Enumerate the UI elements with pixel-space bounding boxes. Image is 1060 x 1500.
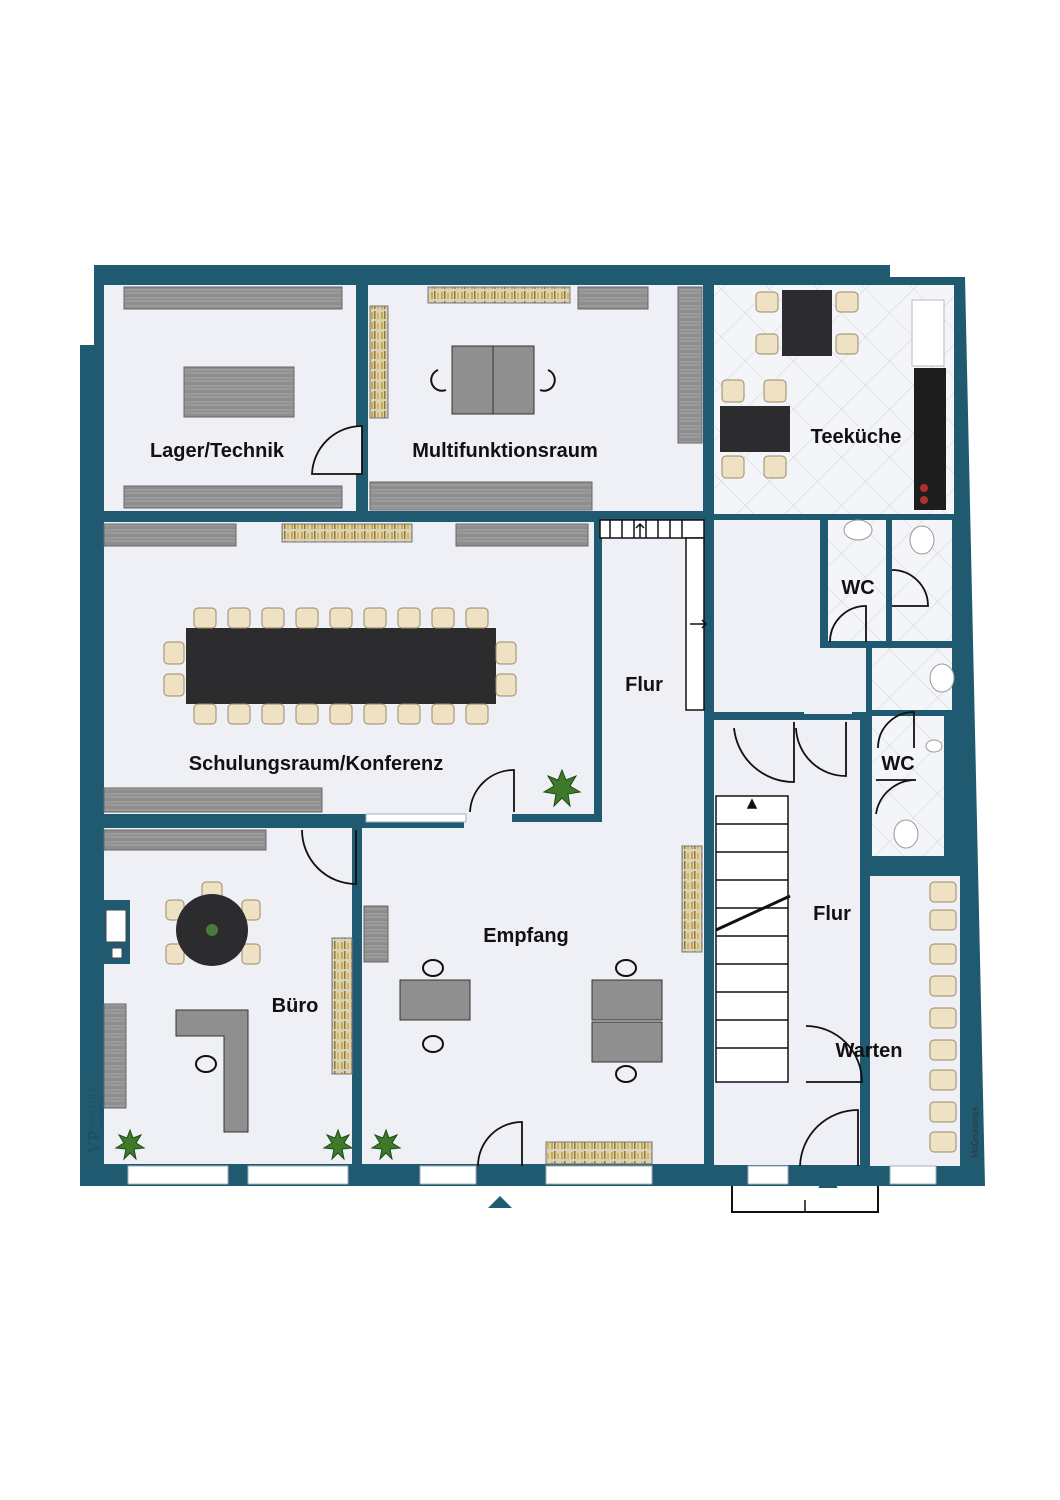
- brand-logo: VP VON POLL IMMOBILIEN: [84, 1086, 105, 1154]
- round-table: [165, 881, 261, 966]
- label-wc-lower: WC: [881, 753, 914, 775]
- label-flur-lower: Flur: [813, 903, 851, 925]
- logo-text: VON POLL: [87, 1086, 97, 1130]
- bookshelves: [281, 286, 703, 1165]
- plant-icon: [114, 768, 582, 1161]
- waiting-chairs: [929, 881, 957, 1153]
- label-teekueche: Teeküche: [811, 426, 902, 448]
- entrance-arrow-icon: [488, 1196, 512, 1208]
- windows: [127, 813, 937, 1185]
- label-schulung: Schulungsraum/Konferenz: [189, 753, 443, 775]
- label-flur-upper: Flur: [625, 674, 663, 696]
- staircase: [715, 795, 791, 1083]
- room-flur-mid: [714, 514, 820, 714]
- conference-table: [163, 607, 517, 725]
- sanitary: [843, 519, 955, 849]
- cabinet-small: [111, 947, 123, 959]
- shelves: [103, 286, 703, 1109]
- label-multi: Multifunktionsraum: [412, 440, 598, 462]
- label-warten: Warten: [835, 1040, 902, 1062]
- label-lager: Lager/Technik: [150, 440, 285, 462]
- label-buero: Büro: [272, 995, 319, 1017]
- kitchen: [720, 290, 946, 510]
- ramp: [599, 519, 708, 711]
- office-chairs: [195, 369, 637, 1083]
- room-multi: [368, 285, 703, 511]
- credit-text: McGrundriss: [970, 1106, 980, 1158]
- doors: [301, 425, 929, 1167]
- label-wc-upper: WC: [841, 577, 874, 599]
- logo-initials: VP: [84, 1130, 104, 1154]
- desks: [175, 345, 663, 1133]
- label-empfang: Empfang: [483, 925, 569, 947]
- cabinet: [105, 909, 127, 943]
- entrance-arrow-icon: [818, 1176, 838, 1188]
- logo-subtext: IMMOBILIEN: [100, 1099, 105, 1130]
